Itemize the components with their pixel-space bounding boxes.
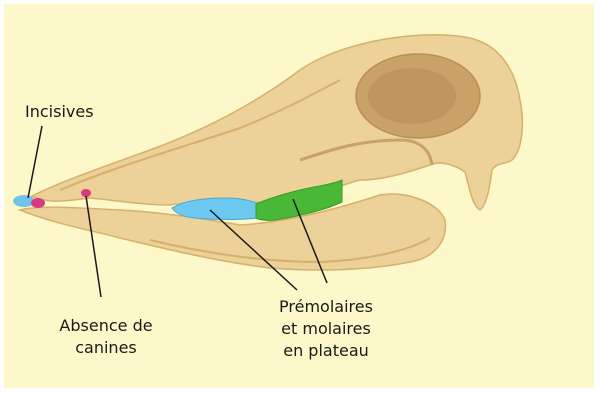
incisor-tip-marker <box>31 198 45 208</box>
skull-orbit-inner <box>368 68 456 124</box>
label-molaires-line2: et molaires <box>262 318 390 340</box>
label-incisives: Incisives <box>25 101 94 123</box>
label-premolaires-molaires: Prémolaires et molaires en plateau <box>262 296 390 362</box>
canine-gap-marker <box>81 189 91 197</box>
label-molaires-line3: en plateau <box>262 340 390 362</box>
label-absence-line1: Absence de <box>42 315 170 337</box>
label-absence-canines: Absence de canines <box>42 315 170 359</box>
leader-line-incisives <box>28 126 42 198</box>
label-absence-line2: canines <box>42 337 170 359</box>
label-molaires-line1: Prémolaires <box>262 296 390 318</box>
